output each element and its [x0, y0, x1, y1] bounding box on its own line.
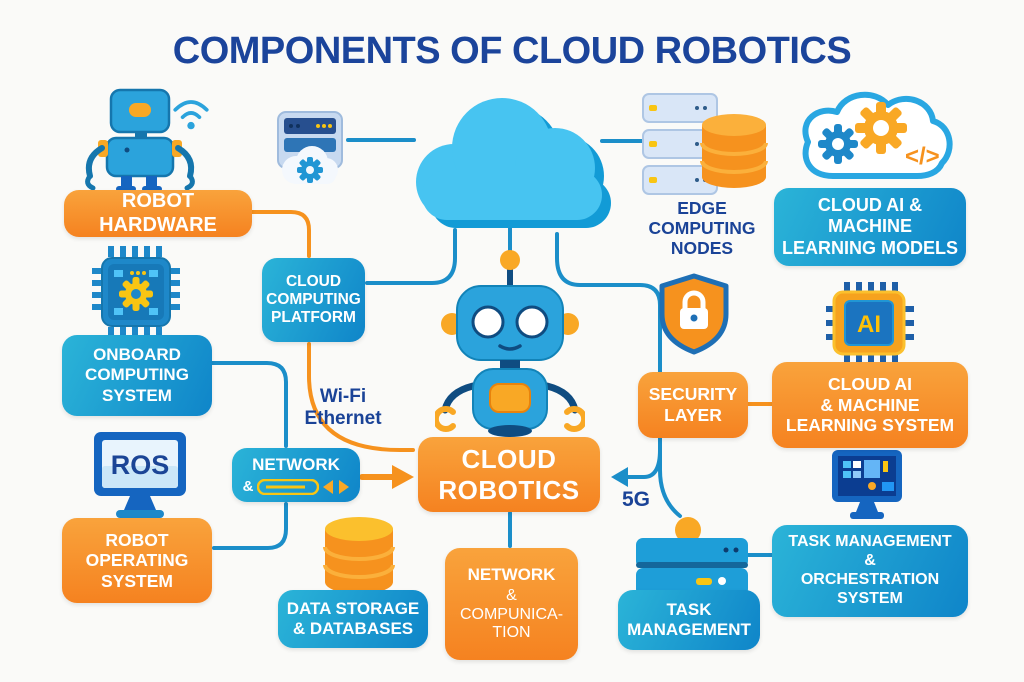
- task-server-icon: [636, 517, 748, 596]
- cloud-icon: [416, 98, 611, 228]
- robot-hardware-icon: [85, 88, 195, 192]
- network-box: NETWORK &: [232, 448, 360, 502]
- 5g-label: 5G: [621, 488, 650, 511]
- robot-hardware-box: ROBOT HARDWARE: [64, 190, 252, 237]
- line-hardware-to-platform: [250, 210, 311, 258]
- onboard-computing-system-label: ONBOARD COMPUTING SYSTEM: [85, 345, 189, 405]
- cloud-ai-gears-icon: </>: [802, 91, 953, 179]
- cloud-ai-machine-learning-system-box: CLOUD AI & MACHINE LEARNING SYSTEM: [772, 362, 968, 448]
- network-communication-title: NETWORK: [467, 564, 556, 584]
- wifi-icon: [173, 100, 209, 130]
- network-icon-row: &: [243, 478, 350, 496]
- code-glyph: </>: [905, 143, 940, 170]
- cloud-computing-platform-label: CLOUD COMPUTING PLATFORM: [266, 272, 361, 327]
- task-orchestration-label: TASK MANAGEMENT & ORCHESTRATION SYSTEM: [788, 533, 952, 607]
- robot-operating-system-label: ROBOT OPERATING SYSTEM: [85, 529, 189, 591]
- line-branch-to-cloudrobotics: [626, 448, 662, 479]
- data-storage-label: DATA STORAGE & DATABASES: [286, 598, 420, 638]
- cloud-server-gear-icon: [277, 111, 343, 184]
- robot-hardware-label: ROBOT HARDWARE: [99, 189, 217, 236]
- line-cloud-to-taskserver: [555, 232, 682, 518]
- security-shield-lock-icon: [659, 273, 729, 355]
- security-layer-label: SECURITY LAYER: [648, 384, 738, 425]
- router-pill-icon: [257, 478, 320, 495]
- task-management-box: TASK MANAGEMENT: [618, 590, 760, 650]
- cloud-robotics-label: CLOUD ROBOTICS: [438, 443, 580, 505]
- onboard-computing-system-box: ONBOARD COMPUTING SYSTEM: [62, 335, 212, 416]
- cloud-ai-system-label: CLOUD AI & MACHINE LEARNING SYSTEM: [785, 374, 955, 436]
- arrowhead-right-into-cloud-robotics: [392, 465, 414, 489]
- security-layer-box: SECURITY LAYER: [638, 372, 748, 438]
- ros-monitor-icon: ROS: [94, 432, 186, 518]
- ai-chip-label: AI: [857, 311, 881, 338]
- line-cloud-to-platform: [365, 228, 457, 285]
- edge-database-icon: [700, 114, 768, 188]
- arrowhead-left-into-cloud-robotics: [611, 467, 628, 487]
- edge-server-stack-icon: [642, 93, 718, 195]
- cloud-computing-platform-box: CLOUD COMPUTING PLATFORM: [262, 258, 365, 342]
- robot-operating-system-box: ROBOT OPERATING SYSTEM: [62, 518, 212, 603]
- task-management-label: TASK MANAGEMENT: [627, 599, 751, 639]
- cloud-robot-icon: [435, 250, 585, 437]
- edge-computing-nodes-label: EDGE COMPUTING NODES: [648, 198, 756, 259]
- line-platform-to-cloudrobotics: [307, 342, 415, 452]
- page-title: COMPONENTS OF CLOUD ROBOTICS: [172, 30, 852, 72]
- task-management-orchestration-box: TASK MANAGEMENT & ORCHESTRATION SYSTEM: [772, 525, 968, 617]
- database-icon: [323, 517, 395, 594]
- cloud-robotics-box: CLOUD ROBOTICS: [418, 437, 600, 512]
- network-communication-subtitle: & COMPUNICA- TION: [459, 586, 564, 642]
- line-onboard-to-network: [210, 361, 288, 448]
- left-right-arrows-icon: [323, 479, 350, 494]
- wifi-ethernet-label: Wi-Fi Ethernet: [304, 386, 382, 429]
- onboard-chip-icon: [92, 246, 180, 338]
- ros-screen-label: ROS: [111, 450, 170, 480]
- line-network-to-ros: [212, 502, 288, 550]
- network-label: NETWORK: [252, 454, 340, 474]
- network-amp-label: &: [242, 477, 254, 495]
- network-communication-box: NETWORK & COMPUNICA- TION: [445, 548, 578, 660]
- data-storage-databases-box: DATA STORAGE & DATABASES: [278, 590, 428, 648]
- ai-chip-icon: AI: [826, 282, 914, 364]
- orchestration-dashboard-icon: [832, 450, 902, 519]
- cloud-ai-models-label: CLOUD AI & MACHINE LEARNING MODELS: [781, 195, 958, 258]
- cloud-ai-machine-learning-models-box: CLOUD AI & MACHINE LEARNING MODELS: [774, 188, 966, 266]
